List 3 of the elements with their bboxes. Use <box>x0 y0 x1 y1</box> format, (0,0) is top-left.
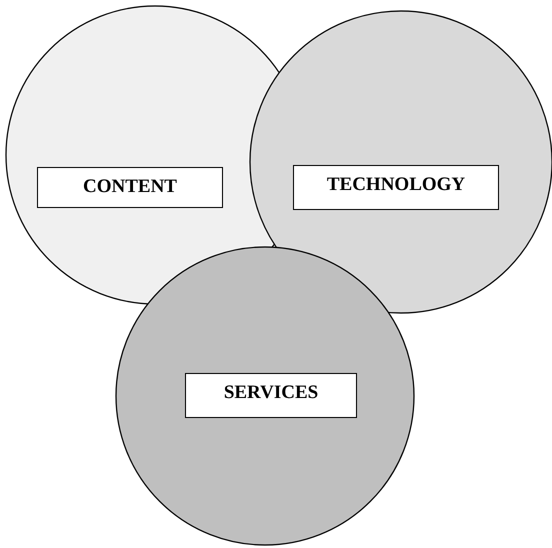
label-box: SERVICES <box>185 373 357 418</box>
label-box: CONTENT <box>37 167 223 208</box>
label-box: TECHNOLOGY <box>293 165 499 210</box>
